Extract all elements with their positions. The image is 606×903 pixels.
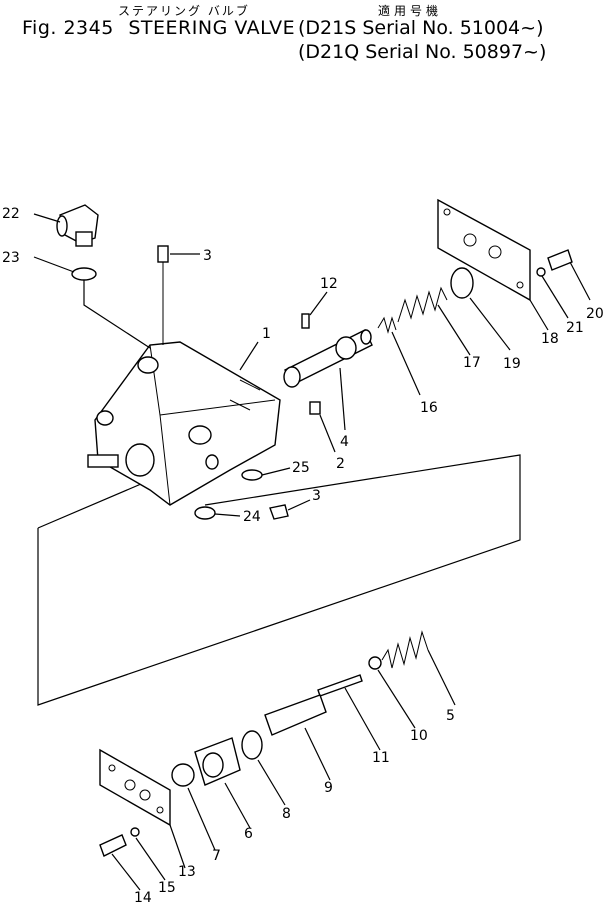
spring-part-16 — [377, 316, 397, 334]
elbow-fitting-part-22 — [56, 204, 99, 247]
callout-5: 5 — [446, 708, 455, 724]
bolt-part-20 — [547, 249, 573, 271]
group-frame-link — [37, 477, 156, 529]
callout-10: 10 — [410, 728, 428, 744]
callout-3-top: 3 — [203, 248, 212, 264]
o-ring-part-8 — [241, 730, 263, 760]
sleeve-part-6 — [194, 737, 241, 786]
o-ring-part-23 — [71, 267, 97, 281]
callout-18: 18 — [541, 331, 559, 347]
leader-23-body — [83, 280, 151, 349]
washer-part-21 — [536, 267, 546, 277]
plug-part-3-top — [157, 245, 169, 345]
serial-range-d21q: (D21Q Serial No. 50897~) — [298, 41, 547, 63]
callout-22: 22 — [2, 206, 20, 222]
callout-23: 23 — [2, 250, 20, 266]
callout-2: 2 — [336, 456, 345, 472]
figure-number: Fig. 2345 — [22, 17, 114, 39]
plug-part-3-lower — [269, 504, 289, 520]
callout-24: 24 — [243, 509, 261, 525]
group-frame-line — [37, 454, 521, 706]
rod-part-11 — [317, 674, 363, 697]
end-plate-part-13 — [99, 748, 171, 827]
callout-13: 13 — [178, 864, 196, 880]
callout-25: 25 — [292, 460, 310, 476]
callout-20: 20 — [586, 306, 604, 322]
spring-part-5 — [381, 630, 429, 669]
title-japanese: ステアリング バルブ — [118, 4, 250, 18]
figure-title: Fig. 2345 STEERING VALVE — [22, 17, 295, 39]
o-ring-part-24 — [194, 506, 216, 520]
valve-body-part-1 — [87, 341, 281, 506]
callout-3-lower: 3 — [312, 488, 321, 504]
callout-12: 12 — [320, 276, 338, 292]
callout-17: 17 — [463, 355, 481, 371]
callout-8: 8 — [282, 806, 291, 822]
callout-4: 4 — [340, 434, 349, 450]
callout-21: 21 — [566, 320, 584, 336]
spool-part-4 — [283, 329, 373, 388]
piston-part-9 — [264, 694, 327, 736]
callout-19: 19 — [503, 356, 521, 372]
bearing-part-7 — [171, 763, 195, 787]
o-ring-part-19 — [450, 267, 474, 299]
callout-11: 11 — [372, 750, 390, 766]
figure-name: STEERING VALVE — [128, 17, 296, 39]
bolt-part-14 — [99, 834, 127, 857]
callout-16: 16 — [420, 400, 438, 416]
callout-7: 7 — [212, 848, 221, 864]
leader-lines — [33, 213, 591, 891]
callout-1: 1 — [262, 326, 271, 342]
plug-part-2 — [309, 401, 321, 415]
applicable-models-japanese: 適用号機 — [378, 4, 443, 18]
callout-6: 6 — [244, 826, 253, 842]
pin-part-12 — [301, 313, 310, 329]
callout-15: 15 — [158, 880, 176, 896]
callout-14: 14 — [134, 890, 152, 903]
washer-part-15 — [130, 827, 140, 837]
spring-part-17 — [397, 286, 448, 323]
callout-9: 9 — [324, 780, 333, 796]
washer-part-10 — [368, 656, 382, 670]
o-ring-part-25 — [241, 469, 263, 481]
serial-range-d21s: (D21S Serial No. 51004~) — [298, 17, 544, 39]
